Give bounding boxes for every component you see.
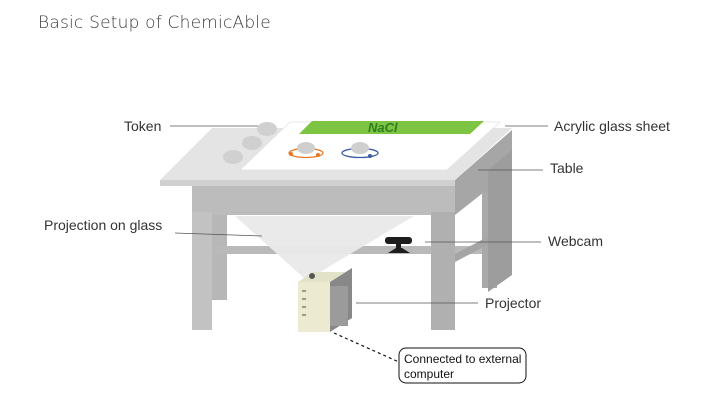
note-line-1: Connected to external <box>404 352 521 366</box>
label-projection-on-glass: Projection on glass <box>44 217 162 233</box>
atom-orange-electron-right <box>316 153 320 157</box>
label-webcam: Webcam <box>548 233 603 249</box>
label-acrylic-glass-sheet: Acrylic glass sheet <box>554 118 670 134</box>
token-2 <box>242 136 262 150</box>
nacl-screen-bar <box>299 121 484 134</box>
webcam-stand <box>396 243 401 249</box>
table-front-left-leg <box>192 212 212 330</box>
note-box <box>398 347 527 384</box>
projector-vent-4 <box>302 314 306 316</box>
label-table: Table <box>550 160 584 176</box>
atom-blue-token <box>351 142 369 154</box>
projection-leader <box>174 232 263 237</box>
nacl-text: NaCl <box>368 120 398 135</box>
projector-side-panel <box>330 286 348 326</box>
projector-vent-3 <box>302 306 306 308</box>
table-top-edge <box>160 180 455 186</box>
projection-cone <box>235 216 414 278</box>
computer-connection-dashed-line <box>333 332 400 363</box>
atom-blue-electron <box>368 154 372 158</box>
table-right-leg-side <box>488 150 512 292</box>
slide-title: Basic Setup of ChemicAble <box>38 13 271 33</box>
label-token: Token <box>124 118 161 134</box>
note-line-2: computer <box>404 367 454 381</box>
atom-orange-electron-left <box>289 152 293 156</box>
token-1 <box>257 122 277 136</box>
webcam-base <box>388 248 410 253</box>
atom-orange-token <box>297 142 315 154</box>
label-projector: Projector <box>485 295 541 311</box>
token-3 <box>223 150 243 164</box>
table-apron-front <box>192 180 455 215</box>
table-front-right-leg <box>431 212 455 330</box>
projector-vent-1 <box>302 290 306 292</box>
table-apron-right <box>455 130 512 215</box>
webcam-body <box>385 237 412 244</box>
projector-vent-2 <box>302 298 306 300</box>
projector-lens <box>309 273 315 279</box>
